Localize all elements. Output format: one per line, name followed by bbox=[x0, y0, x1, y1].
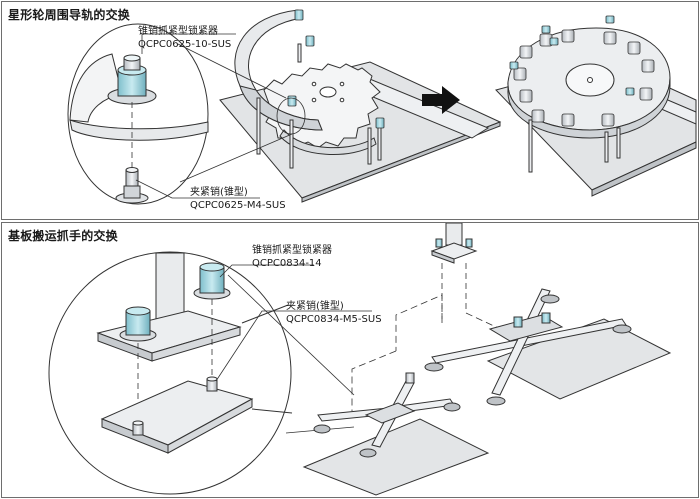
bottom-pin-callout-code: QCPC0834-M5-SUS bbox=[286, 314, 382, 325]
hand-gripper-right bbox=[424, 288, 632, 406]
hand-illustration bbox=[48, 223, 672, 496]
top-pin-callout-code: QCPC0625-M4-SUS bbox=[190, 200, 286, 211]
right-lockers-ring bbox=[509, 15, 655, 127]
bottom-lock-callout-code: QCPC0834-14 bbox=[252, 258, 322, 269]
left-support-posts bbox=[256, 43, 382, 169]
top-lock-callout-name: 锥销抓紧型锁紧器 bbox=[138, 26, 218, 37]
panel-title: 星形轮周围导轨的交换 bbox=[8, 8, 131, 22]
detail-magnifier bbox=[67, 23, 306, 205]
bottom-leader-lines bbox=[215, 264, 372, 382]
hand-gripper-left bbox=[313, 372, 461, 458]
detail-magnifier bbox=[48, 251, 293, 495]
right-support-posts bbox=[528, 119, 621, 173]
bottom-lock-callout-name: 锥销抓紧型锁紧器 bbox=[252, 245, 332, 256]
top-pin-callout-name: 夹紧销(锥型) bbox=[190, 187, 248, 198]
starwheel-illustration bbox=[67, 9, 697, 205]
panel-title: 基板搬运抓手的交换 bbox=[8, 229, 118, 243]
upper-column-adapter bbox=[430, 223, 478, 323]
panel-hand-exchange: 基板搬运抓手的交换 bbox=[1, 222, 699, 498]
right-arrow-icon bbox=[422, 86, 460, 114]
top-lock-callout-code: QCPC0625-10-SUS bbox=[138, 39, 232, 50]
panel-starwheel-guide-exchange: 星形轮周围导轨的交换 bbox=[1, 1, 699, 220]
top-leader-lines bbox=[135, 33, 260, 199]
floor-plates bbox=[302, 318, 672, 496]
bottom-pin-callout-name: 夹紧销(锥型) bbox=[286, 301, 344, 312]
placement-guides bbox=[351, 294, 523, 411]
